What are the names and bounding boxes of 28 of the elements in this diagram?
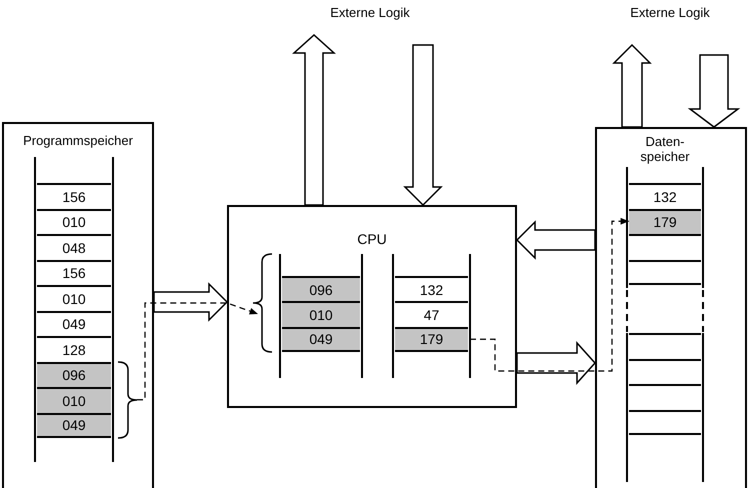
panel-heading: Programmspeicher <box>22 133 134 150</box>
dashed-arrow <box>470 218 629 372</box>
memory-cell <box>629 260 701 285</box>
memory-cell: 049 <box>282 326 360 352</box>
hollow-arrow <box>688 54 740 128</box>
memory-cell: 096 <box>37 362 111 387</box>
memory-cell: 096 <box>282 276 360 302</box>
memory-cell: 010 <box>282 301 360 327</box>
dashed-arrow <box>137 302 258 400</box>
memory-cell: 049 <box>37 412 111 438</box>
hollow-arrow <box>612 44 652 128</box>
memory-panel <box>595 127 747 488</box>
memory-cell: 179 <box>395 326 468 352</box>
memory-panel <box>2 122 154 488</box>
external-logic-label: Externe Logik <box>330 5 410 22</box>
memory-cell: 179 <box>629 208 701 234</box>
panel-heading: CPU <box>356 231 388 248</box>
panel-heading: Daten- speicher <box>639 134 691 164</box>
hollow-arrow <box>516 341 596 385</box>
hollow-arrow <box>516 220 596 260</box>
external-logic-label: Externe Logik <box>630 5 710 22</box>
cpu-box <box>227 205 517 408</box>
hollow-arrow <box>403 44 443 206</box>
memory-cell <box>629 410 701 435</box>
memory-cell: 132 <box>395 276 468 302</box>
memory-cell: 010 <box>37 387 111 412</box>
hollow-arrow <box>292 34 336 206</box>
hollow-arrow <box>153 282 228 322</box>
